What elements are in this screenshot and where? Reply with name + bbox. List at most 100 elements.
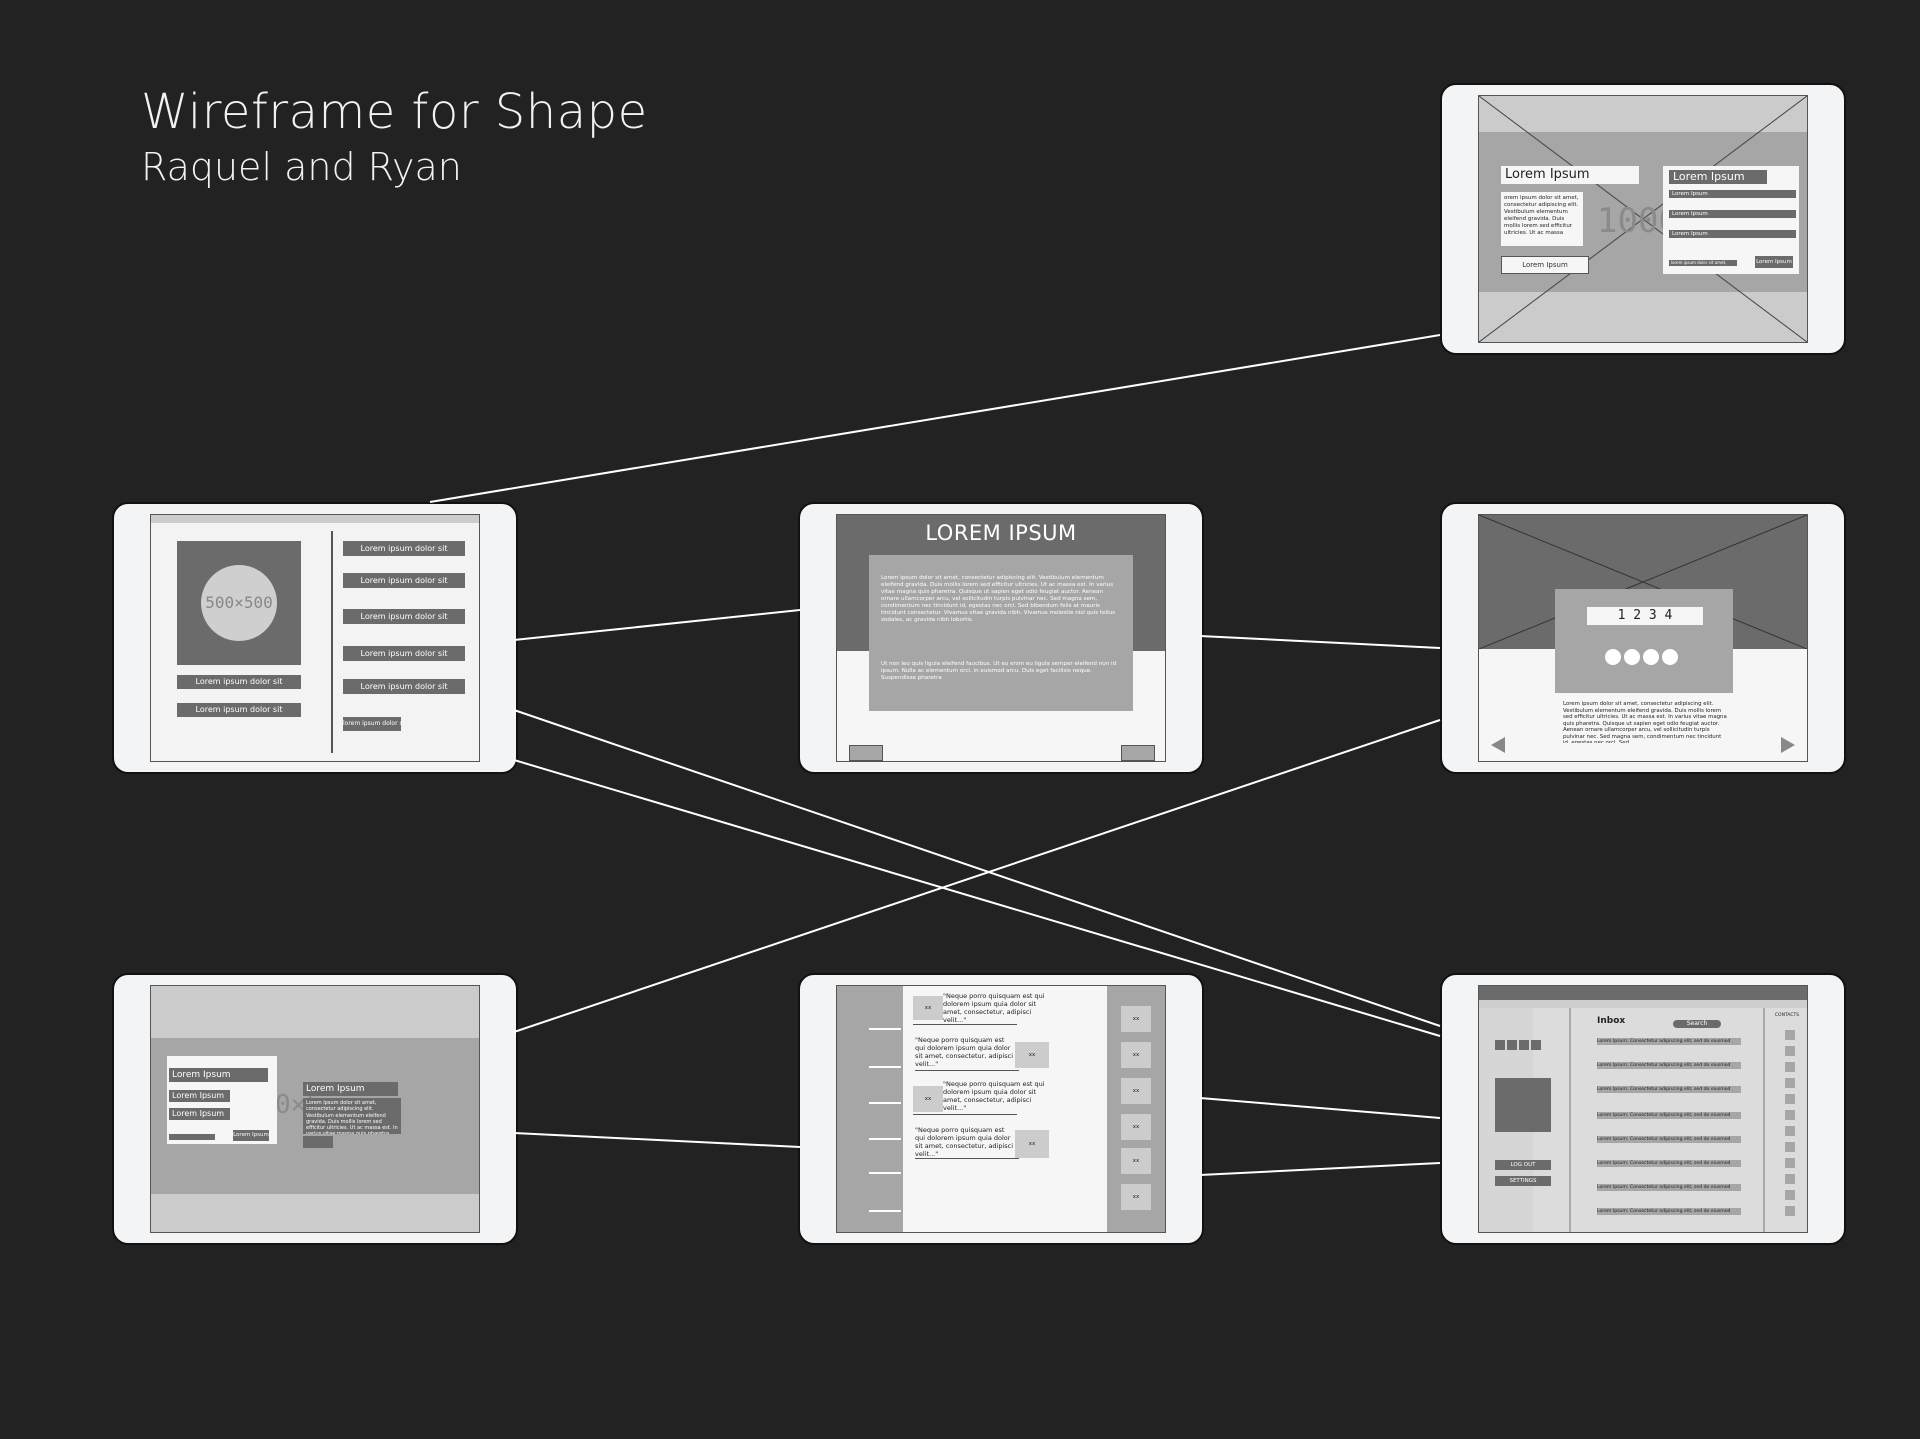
contact-avatar[interactable] [1785, 1174, 1795, 1184]
passcode-digits[interactable]: 1 2 3 4 [1587, 607, 1703, 625]
contact-avatar[interactable] [1785, 1094, 1795, 1104]
contact-avatar[interactable] [1785, 1158, 1795, 1168]
inbox-message-6[interactable]: Lorem Ipsum: Consectetur adipiscing elit… [1597, 1160, 1741, 1167]
inbox-avatar [1495, 1078, 1551, 1132]
inbox-sidebar-icon-2[interactable] [1507, 1040, 1517, 1050]
connector-menu-to-signup [429, 334, 1441, 503]
quotes-left-tick-2 [869, 1066, 901, 1068]
login-right-button[interactable] [303, 1136, 333, 1148]
quotes-right-thumb-2[interactable]: xx [1121, 1042, 1151, 1068]
quotes-left-tick-3 [869, 1102, 901, 1104]
quote-thumb-4: xx [1015, 1130, 1049, 1158]
menu-item-1[interactable]: Lorem ipsum dolor sit [343, 541, 465, 556]
quotes-right-thumb-5[interactable]: xx [1121, 1148, 1151, 1174]
quotes-left-tick-1 [869, 1028, 901, 1030]
menu-left-item-1[interactable]: Lorem ipsum dolor sit [177, 675, 301, 689]
menu-item-3[interactable]: Lorem ipsum dolor sit [343, 609, 465, 624]
tablet-quotes: xx xx xx xx xx xx xx "Neque porro quisqu… [798, 973, 1204, 1245]
connector-article-to-passcode [1199, 635, 1441, 649]
signup-right-button[interactable]: Lorem Ipsum [1755, 256, 1793, 268]
tablet-inbox: LOG OUT SETTINGS Inbox Search CONTACTS L… [1440, 973, 1846, 1245]
inbox-top-bar-line [1479, 1000, 1807, 1008]
login-bottom-bar [169, 1134, 215, 1140]
menu-item-5[interactable]: Lorem ipsum dolor sit [343, 679, 465, 694]
signup-right-footer: lorem ipsum dolor sit amet, amet [1669, 260, 1737, 266]
quote-underline-1 [913, 1024, 1017, 1025]
inbox-message-7[interactable]: Lorem Ipsum: Consectetur adipiscing elit… [1597, 1184, 1741, 1191]
tablet-passcode: 1 2 3 4 Lorem ipsum dolor sit amet, cons… [1440, 502, 1846, 774]
inbox-contacts-column [1771, 1026, 1801, 1226]
signup-screen: 1000×5 Lorem Ipsum orem ipsum dolor sit … [1478, 95, 1808, 343]
inbox-sidebar-icon-1[interactable] [1495, 1040, 1505, 1050]
quotes-right-thumb-6[interactable]: xx [1121, 1184, 1151, 1210]
login-field-1[interactable]: Lorem Ipsum [169, 1090, 230, 1102]
login-screen: 0×5 Lorem Ipsum Lorem Ipsum Lorem Ipsum … [150, 985, 480, 1233]
contact-avatar[interactable] [1785, 1206, 1795, 1216]
menu-image-size-label: 500×500 [205, 593, 273, 612]
quotes-right-thumb-1[interactable]: xx [1121, 1006, 1151, 1032]
passcode-dot-2 [1624, 649, 1640, 665]
quotes-right-thumb-3[interactable]: xx [1121, 1078, 1151, 1104]
inbox-message-3[interactable]: Lorem Ipsum: Consectetur adipiscing elit… [1597, 1086, 1741, 1093]
signup-field-2[interactable]: Lorem Ipsum [1669, 210, 1796, 218]
signup-image-cross [1479, 96, 1807, 342]
inbox-message-2[interactable]: Lorem Ipsum: Consectetur adipiscing elit… [1597, 1062, 1741, 1069]
passcode-left-arrow-icon[interactable] [1491, 737, 1505, 753]
article-next-button[interactable] [1121, 745, 1155, 761]
inbox-sidebar-divider [1569, 1008, 1571, 1232]
signup-field-3[interactable]: Lorem Ipsum [1669, 230, 1796, 238]
inbox-search-input[interactable]: Search [1673, 1020, 1721, 1028]
connector-login-to-quotes [513, 1132, 801, 1148]
passcode-dot-4 [1662, 649, 1678, 665]
signup-left-title: Lorem Ipsum [1501, 166, 1639, 184]
page-title: Wireframe for Shape [141, 84, 648, 140]
inbox-message-8[interactable]: Lorem Ipsum: Consectetur adipiscing elit… [1597, 1208, 1741, 1215]
login-field-2[interactable]: Lorem Ipsum [169, 1108, 230, 1120]
signup-left-button[interactable]: Lorem Ipsum [1501, 256, 1589, 274]
inbox-settings-button[interactable]: SETTINGS [1495, 1176, 1551, 1186]
quotes-right-thumb-4[interactable]: xx [1121, 1114, 1151, 1140]
menu-top-bar [151, 515, 479, 523]
login-left-title: Lorem Ipsum [169, 1068, 268, 1082]
inbox-right-divider [1763, 1008, 1765, 1232]
quote-text-2: "Neque porro quisquam est qui dolorem ip… [915, 1036, 1014, 1066]
tablet-signup: 1000×5 Lorem Ipsum orem ipsum dolor sit … [1440, 83, 1846, 355]
inbox-logout-button[interactable]: LOG OUT [1495, 1160, 1551, 1170]
quote-text-4: "Neque porro quisquam est qui dolorem ip… [915, 1126, 1014, 1156]
passcode-body-text: Lorem ipsum dolor sit amet, consectetur … [1563, 701, 1727, 743]
quote-underline-3 [913, 1114, 1017, 1115]
contact-avatar[interactable] [1785, 1126, 1795, 1136]
contact-avatar[interactable] [1785, 1190, 1795, 1200]
contact-avatar[interactable] [1785, 1110, 1795, 1120]
login-left-button[interactable]: Lorem Ipsum [233, 1130, 269, 1141]
contact-avatar[interactable] [1785, 1062, 1795, 1072]
contact-avatar[interactable] [1785, 1046, 1795, 1056]
inbox-sidebar-icon-4[interactable] [1531, 1040, 1541, 1050]
signup-field-1[interactable]: Lorem Ipsum [1669, 190, 1796, 198]
contact-avatar[interactable] [1785, 1030, 1795, 1040]
contact-avatar[interactable] [1785, 1078, 1795, 1088]
article-screen: LOREM IPSUM Lorem ipsum dolor sit amet, … [836, 514, 1166, 762]
quotes-left-tick-4 [869, 1138, 901, 1140]
quotes-left-tick-5 [869, 1172, 901, 1174]
inbox-message-4[interactable]: Lorem Ipsum: Consectetur adipiscing elit… [1597, 1112, 1741, 1119]
connector-menu-to-article [513, 609, 801, 641]
inbox-message-5[interactable]: Lorem Ipsum: Consectetur adipiscing elit… [1597, 1136, 1741, 1143]
connector-menu-to-inbox-1 [513, 709, 1441, 1027]
connector-quotes-to-inbox-2 [1199, 1162, 1441, 1176]
inbox-message-1[interactable]: Lorem Ipsum: Consectetur adipiscing elit… [1597, 1038, 1741, 1045]
passcode-panel [1555, 589, 1733, 693]
inbox-sidebar-icon-3[interactable] [1519, 1040, 1529, 1050]
menu-item-4[interactable]: Lorem ipsum dolor sit [343, 646, 465, 661]
article-prev-button[interactable] [849, 745, 883, 761]
passcode-image-cross [1479, 515, 1807, 649]
quotes-left-sidebar [837, 986, 903, 1232]
menu-left-item-2[interactable]: Lorem ipsum dolor sit [177, 703, 301, 717]
menu-small-button[interactable]: lorem ipsum dolor sit [343, 717, 401, 731]
article-content-card [869, 555, 1133, 711]
passcode-right-arrow-icon[interactable] [1781, 737, 1795, 753]
menu-item-2[interactable]: Lorem ipsum dolor sit [343, 573, 465, 588]
contact-avatar[interactable] [1785, 1142, 1795, 1152]
page-subtitle: Raquel and Ryan [141, 145, 462, 189]
